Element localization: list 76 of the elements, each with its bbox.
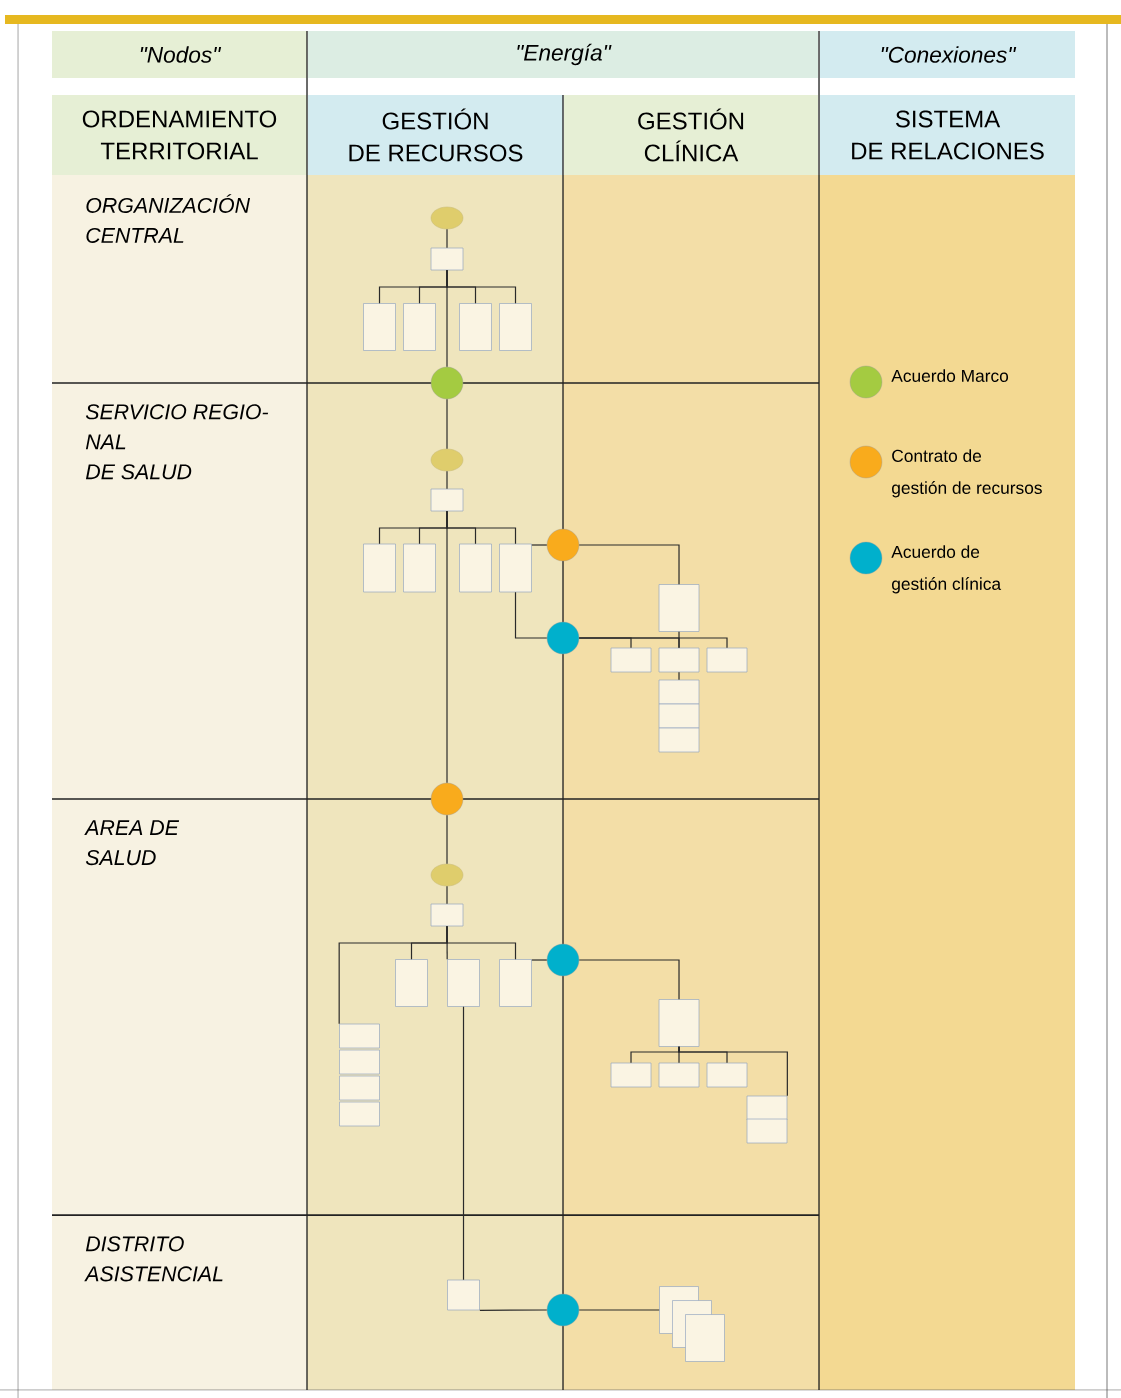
row-label: SERVICIO REGIO- NAL DE SALUD [85, 404, 269, 480]
unit-box [339, 1023, 380, 1049]
connector-line [531, 544, 548, 546]
connector-line [446, 269, 448, 368]
unit-box [658, 727, 700, 753]
connector-line [446, 510, 448, 784]
connector-line [678, 631, 680, 649]
connector-line [462, 1006, 465, 1281]
unit-box [395, 959, 428, 1007]
unit-box [610, 1062, 652, 1088]
connector-line [338, 925, 448, 1025]
connector-line [578, 959, 680, 1000]
connector-line [446, 470, 448, 490]
unit-box [459, 303, 492, 351]
unit-box [339, 1101, 380, 1127]
unit-box [658, 647, 700, 673]
unit-box [447, 1279, 480, 1311]
connector-line [446, 885, 448, 905]
unit-box [746, 1095, 788, 1121]
unit-box [706, 1062, 748, 1088]
connector-line [578, 544, 680, 585]
connector-line [446, 814, 448, 865]
oval-shape [430, 448, 464, 472]
oval-shape [430, 863, 464, 887]
unit-box [447, 959, 480, 1007]
column-header: ORDENAMIENTO TERRITORIAL [52, 95, 307, 175]
header-band: "Conexiones" [820, 31, 1075, 78]
connector-circle [546, 1293, 580, 1327]
unit-box [685, 1314, 725, 1362]
unit-box [658, 999, 700, 1047]
unit-box [430, 903, 464, 927]
unit-box [658, 1062, 700, 1088]
unit-box [430, 247, 464, 271]
connector-circle [546, 943, 580, 977]
connector-circle [546, 528, 580, 562]
unit-box [459, 543, 492, 593]
unit-box [658, 584, 700, 632]
connector-line [678, 671, 680, 681]
connector-line [578, 1309, 660, 1311]
legend-label: Acuerdo Marco [891, 369, 1009, 382]
connector-line [446, 398, 448, 450]
unit-box [403, 303, 436, 351]
row-label: DISTRITO ASISTENCIAL [84, 1236, 223, 1282]
unit-box [339, 1075, 380, 1101]
unit-box [430, 488, 464, 512]
unit-box [658, 703, 700, 729]
connector-line [446, 228, 448, 249]
unit-box [339, 1049, 380, 1075]
connector-line [678, 1046, 788, 1097]
header-band: "Nodos" [52, 31, 307, 78]
unit-box [610, 647, 652, 673]
unit-box [499, 959, 532, 1007]
connector-circle [430, 366, 464, 400]
unit-box [363, 543, 396, 593]
connector-circle [430, 782, 464, 816]
unit-box [403, 543, 436, 593]
connector-line [514, 591, 548, 639]
connector-circle [546, 621, 580, 655]
oval-shape [430, 206, 464, 230]
row-label: ORGANIZACIÓN CENTRAL [86, 194, 251, 243]
header-band: "Energía" [308, 31, 818, 78]
column-header: GESTIÓN DE RECURSOS [308, 95, 563, 175]
unit-box [746, 1118, 788, 1144]
connector-line [479, 1309, 548, 1311]
unit-box [658, 679, 700, 705]
connector-line [531, 959, 548, 961]
legend-label: Contrato de gestión de recursos [892, 449, 1042, 498]
unit-box [499, 543, 532, 593]
column-header: GESTIÓN CLÍNICA [564, 95, 818, 175]
legend-label: Acuerdo de gestión clínica [891, 545, 1002, 594]
unit-box [499, 303, 532, 351]
connector-line [578, 637, 728, 649]
unit-box [706, 647, 748, 673]
row-label: AREA DE SALUD [84, 820, 180, 866]
column-header: SISTEMA DE RELACIONES [820, 95, 1075, 175]
unit-box [363, 303, 396, 351]
